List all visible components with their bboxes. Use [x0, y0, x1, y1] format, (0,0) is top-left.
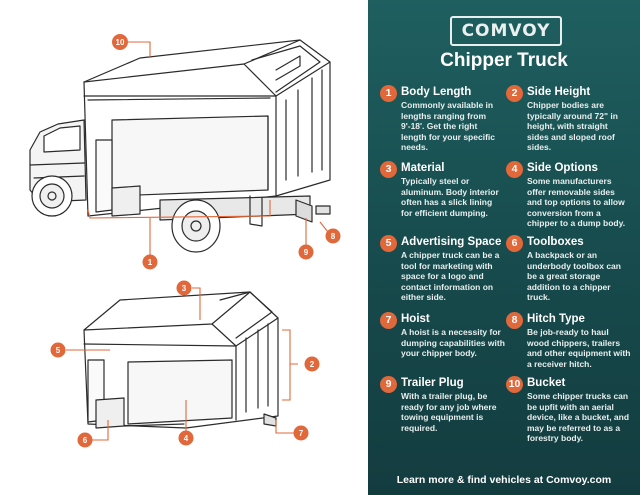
- chipper-truck-illustration: 10 1 9 8 3 5 2: [29, 34, 341, 448]
- feature-number: 9: [380, 376, 397, 393]
- callout-6: 6: [77, 432, 93, 448]
- svg-text:3: 3: [182, 284, 187, 293]
- chipper-body-top: [83, 39, 331, 217]
- svg-text:5: 5: [56, 346, 61, 355]
- feature-description: Chipper bodies are typically around 72" …: [527, 100, 618, 153]
- brand-name: COMVOY: [461, 21, 551, 41]
- feature-title: Hoist: [401, 313, 430, 325]
- info-panel: COMVOY Chipper Truck 1 Body Length Commo…: [368, 0, 640, 495]
- feature-title: Hitch Type: [527, 313, 585, 325]
- feature-description: A hoist is a necessity for dumping capab…: [401, 327, 505, 359]
- feature-title: Side Height: [527, 86, 591, 98]
- feature-title: Material: [401, 162, 445, 174]
- callout-7: 7: [293, 425, 309, 441]
- svg-text:8: 8: [331, 232, 336, 241]
- svg-text:4: 4: [184, 434, 189, 443]
- feature-number: 3: [380, 161, 397, 178]
- feature-description: Commonly available in lengths ranging fr…: [401, 100, 495, 153]
- feature-description: A backpack or an underbody toolbox can b…: [527, 250, 621, 303]
- svg-text:1: 1: [148, 258, 153, 267]
- feature-number: 2: [506, 85, 523, 102]
- callout-10: 10: [112, 34, 128, 50]
- feature-number: 1: [380, 85, 397, 102]
- svg-text:2: 2: [310, 360, 315, 369]
- feature-description: Some chipper trucks can be upfit with an…: [527, 391, 630, 444]
- callout-3: 3: [176, 280, 192, 296]
- feature-title: Advertising Space: [401, 236, 502, 248]
- rear-wheel: [159, 195, 313, 253]
- feature-description: Be job-ready to haul wood chippers, trai…: [527, 327, 631, 369]
- front-wheel: [31, 175, 73, 217]
- feature-number: 4: [506, 161, 523, 178]
- svg-text:6: 6: [83, 436, 88, 445]
- receiver-hitch: [315, 205, 331, 215]
- callout-5: 5: [50, 342, 66, 358]
- callout-2: 2: [304, 356, 320, 372]
- feature-number: 8: [506, 312, 523, 329]
- feature-number: 6: [506, 235, 523, 252]
- feature-description: With a trailer plug, be ready for any jo…: [401, 391, 497, 433]
- feature-title: Bucket: [527, 377, 566, 389]
- feature-number: 10: [506, 376, 523, 393]
- svg-text:9: 9: [304, 248, 309, 257]
- comvoy-logo[interactable]: COMVOY: [450, 16, 562, 46]
- feature-number: 7: [380, 312, 397, 329]
- callout-9: 9: [298, 244, 314, 260]
- footer-link[interactable]: Learn more & find vehicles at Comvoy.com: [396, 474, 612, 486]
- page-title: Chipper Truck: [440, 50, 568, 71]
- chipper-body-bottom: [83, 291, 279, 429]
- feature-description: A chipper truck can be a tool for market…: [401, 250, 500, 303]
- feature-title: Trailer Plug: [401, 377, 464, 389]
- feature-description: Typically steel or aluminum. Body interi…: [401, 176, 499, 218]
- feature-title: Body Length: [401, 86, 472, 98]
- svg-text:10: 10: [116, 38, 125, 47]
- svg-text:7: 7: [299, 429, 304, 438]
- leader-lines: [66, 41, 329, 441]
- illustration-area: 10 1 9 8 3 5 2: [29, 34, 341, 448]
- callout-1: 1: [142, 254, 158, 270]
- feature-number: 5: [380, 235, 397, 252]
- callout-8: 8: [325, 228, 341, 244]
- callout-4: 4: [178, 430, 194, 446]
- feature-title: Toolboxes: [527, 236, 584, 248]
- feature-title: Side Options: [527, 162, 598, 174]
- feature-description: Some manufacturers offer removable sides…: [527, 176, 626, 229]
